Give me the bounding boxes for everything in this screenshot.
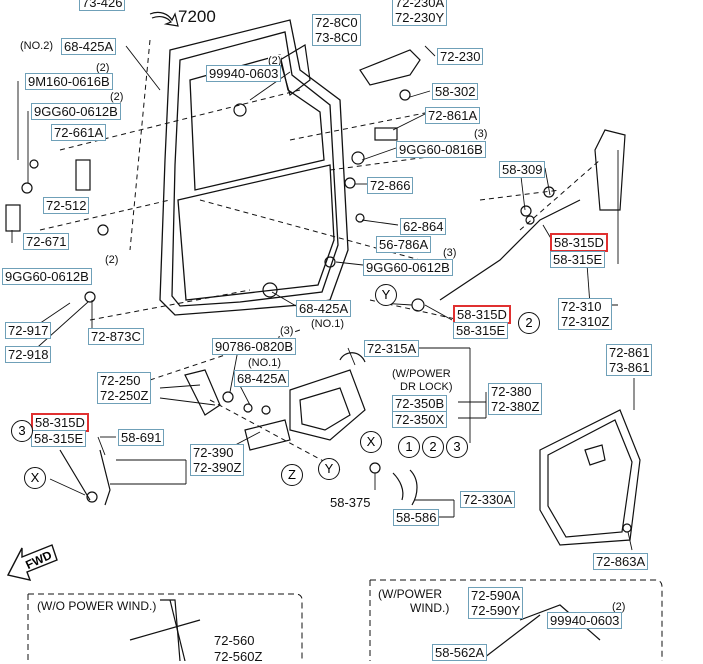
part-72-918[interactable]: 72-918 [5, 346, 52, 363]
part-73-8c0: 73-8C0 [313, 30, 360, 45]
part-72-230[interactable]: 72-230 [437, 48, 484, 65]
note-qty-2c: (2) [110, 91, 124, 103]
part-group-72-861[interactable]: 72-861 73-861 [606, 344, 653, 376]
group-number: 7200 [178, 7, 216, 26]
part-group-72-310[interactable]: 72-310 72-310Z [558, 298, 613, 330]
part-72-250: 72-250 [98, 373, 151, 388]
part-58-691[interactable]: 58-691 [118, 429, 165, 446]
part-62-864[interactable]: 62-864 [400, 218, 447, 235]
part-56-786a[interactable]: 56-786A [376, 236, 432, 253]
part-68-425a-no2[interactable]: 68-425A [61, 38, 117, 55]
section-w-power-wind-1: (W/POWER [378, 587, 442, 601]
part-72-380: 72-380 [489, 384, 542, 399]
part-72-350x[interactable]: 72-350X [392, 411, 448, 428]
note-qty-3b: (3) [443, 247, 457, 259]
part-group-72-590a[interactable]: 72-590A 72-590Y [468, 587, 524, 619]
callout-3b: 3 [446, 436, 468, 458]
part-72-661a[interactable]: 72-661A [51, 124, 107, 141]
callout-x-1: X [360, 431, 382, 453]
part-99940-0603-a[interactable]: 99940-0603 [206, 65, 282, 82]
part-58-315d-b[interactable]: 58-315D [453, 305, 511, 324]
note-qty-2e: (2) [612, 601, 626, 613]
part-72-390z: 72-390Z [191, 460, 244, 475]
part-72-230y: 72-230Y [393, 10, 447, 25]
callout-y-2: Y [318, 458, 340, 480]
callout-1b: 1 [398, 436, 420, 458]
note-no2: (NO.2) [20, 40, 53, 52]
part-72-917[interactable]: 72-917 [5, 322, 52, 339]
part-group-72-380[interactable]: 72-380 72-380Z [488, 383, 543, 415]
callout-3: 3 [11, 420, 33, 442]
part-9gg60-0816b[interactable]: 9GG60-0816B [396, 141, 486, 158]
part-72-873c[interactable]: 72-873C [88, 328, 144, 345]
callout-2: 2 [518, 312, 540, 334]
part-72-590y: 72-590Y [469, 603, 523, 618]
part-58-375[interactable]: 58-375 [328, 495, 373, 510]
part-group-72-250[interactable]: 72-250 72-250Z [97, 372, 152, 404]
part-73-861: 73-861 [607, 360, 652, 375]
part-group-72-230a[interactable]: 72-230A 72-230Y [392, 0, 448, 26]
callout-z-1: Z [281, 464, 303, 486]
part-72-230a: 72-230A [393, 0, 447, 10]
part-72-671[interactable]: 72-671 [23, 233, 70, 250]
part-group-58-315d-a[interactable]: 58-315D [550, 233, 608, 252]
callout-x-2: X [24, 467, 46, 489]
part-9gg60-0612b-a[interactable]: 9GG60-0612B [31, 103, 121, 120]
part-72-380z: 72-380Z [489, 399, 542, 414]
part-72-315a[interactable]: 72-315A [364, 340, 420, 357]
part-72-861: 72-861 [607, 345, 652, 360]
part-58-315d-c[interactable]: 58-315D [31, 413, 89, 432]
note-qty-2b: (2) [268, 55, 282, 67]
callout-y-1: Y [375, 284, 397, 306]
part-58-315d-a: 58-315D [552, 235, 606, 250]
part-58-309[interactable]: 58-309 [499, 161, 546, 178]
part-72-310z: 72-310Z [559, 314, 612, 329]
part-72-350b[interactable]: 72-350B [392, 395, 448, 412]
part-58-302[interactable]: 58-302 [432, 83, 479, 100]
note-wpower-dr-lock-1: (W/POWER [392, 368, 451, 380]
note-qty-3a: (3) [474, 128, 488, 140]
note-wpower-dr-lock-2: DR LOCK) [400, 381, 453, 393]
part-72-8c0: 72-8C0 [313, 15, 360, 30]
part-58-315e-c[interactable]: 58-315E [31, 430, 87, 447]
part-58-586[interactable]: 58-586 [393, 509, 440, 526]
part-72-390: 72-390 [191, 445, 244, 460]
callout-2b: 2 [422, 436, 444, 458]
part-68-425a-c[interactable]: 68-425A [234, 370, 290, 387]
part-group-72-390[interactable]: 72-390 72-390Z [190, 444, 245, 476]
part-90786-0820b[interactable]: 90786-0820B [212, 338, 297, 355]
note-qty-3c: (3) [280, 325, 294, 337]
part-72-861a[interactable]: 72-861A [425, 107, 481, 124]
part-73-426[interactable]: 73-426 [79, 0, 126, 11]
part-72-560z[interactable]: 72-560Z [212, 649, 265, 664]
note-no1a: (NO.1) [311, 318, 344, 330]
part-58-562a[interactable]: 58-562A [432, 644, 488, 661]
part-72-560[interactable]: 72-560 [212, 633, 257, 648]
part-group-72-8c0[interactable]: 72-8C0 73-8C0 [312, 14, 361, 46]
part-9gg60-0612b-c[interactable]: 9GG60-0612B [363, 259, 453, 276]
part-72-590a: 72-590A [469, 588, 523, 603]
part-72-310: 72-310 [559, 299, 612, 314]
part-72-863a[interactable]: 72-863A [593, 553, 649, 570]
part-9gg60-0612b-b[interactable]: 9GG60-0612B [2, 268, 92, 285]
section-wo-power-wind: (W/O POWER WIND.) [37, 599, 157, 613]
section-w-power-wind-2: WIND.) [410, 601, 450, 615]
part-72-866[interactable]: 72-866 [367, 177, 414, 194]
part-72-330a[interactable]: 72-330A [460, 491, 516, 508]
note-no1b: (NO.1) [248, 357, 281, 369]
part-58-315e-b[interactable]: 58-315E [453, 322, 509, 339]
part-72-250z: 72-250Z [98, 388, 151, 403]
part-72-512[interactable]: 72-512 [43, 197, 90, 214]
part-68-425a-no1[interactable]: 68-425A [296, 300, 352, 317]
fwd-arrow [6, 544, 58, 581]
part-9m160-0616b[interactable]: 9M160-0616B [25, 73, 113, 90]
part-99940-0603-b[interactable]: 99940-0603 [547, 612, 623, 629]
door-frame-inner [171, 31, 339, 307]
part-58-315e-a[interactable]: 58-315E [550, 251, 606, 268]
door-panel-lower [177, 164, 335, 301]
note-qty-2d: (2) [105, 254, 119, 266]
note-qty-2a: (2) [96, 62, 110, 74]
